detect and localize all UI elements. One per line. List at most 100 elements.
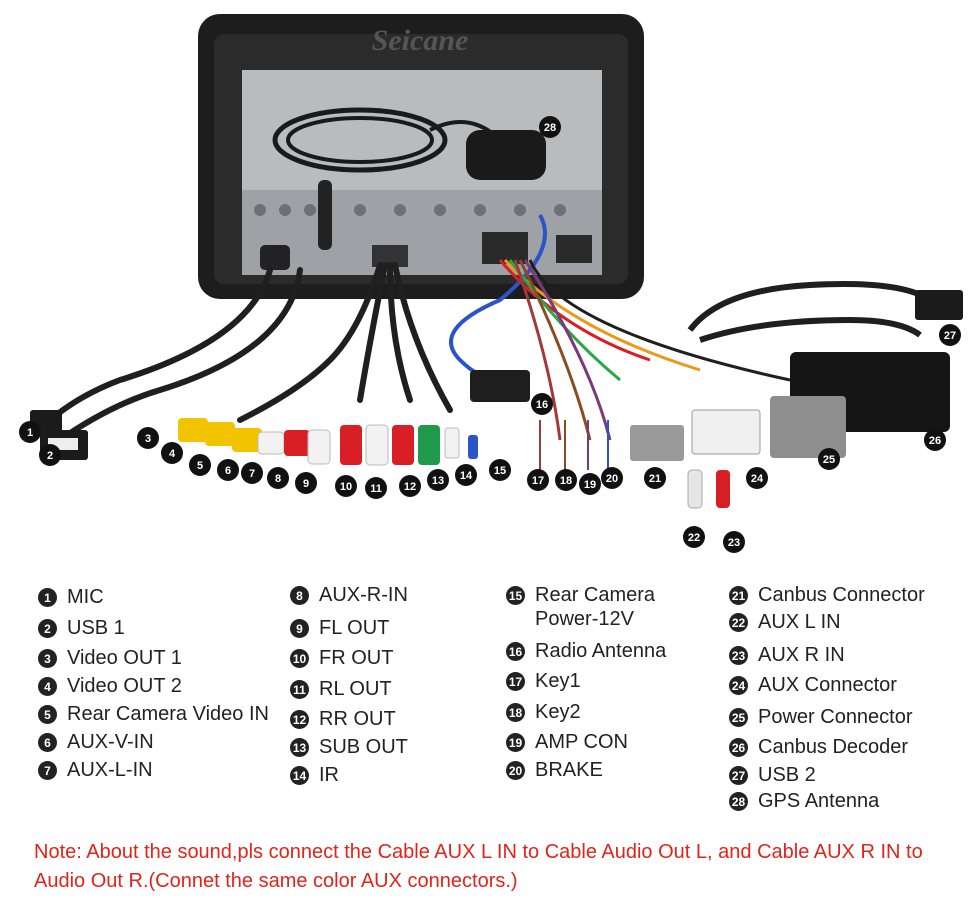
svg-text:27: 27: [944, 330, 956, 342]
svg-text:8: 8: [275, 473, 281, 485]
legend-item: 28 GPS Antenna: [729, 789, 879, 813]
aux-connector: [691, 409, 761, 455]
legend-label: Rear Camera Video IN: [67, 703, 269, 725]
svg-text:6: 6: [225, 465, 231, 477]
number-badge: 20: [506, 761, 525, 780]
svg-text:12: 12: [404, 481, 416, 493]
legend-label: AUX R IN: [758, 644, 845, 666]
legend-item: 26 Canbus Decoder: [729, 735, 908, 759]
legend-item: 20 BRAKE: [506, 758, 603, 782]
legend-item: 2 USB 1: [38, 616, 125, 640]
legend-label: AMP CON: [535, 731, 628, 753]
rca-connectors: [178, 418, 478, 466]
svg-text:14: 14: [460, 470, 473, 482]
svg-text:2: 2: [47, 450, 53, 462]
legend-item: 13 SUB OUT: [290, 735, 408, 759]
svg-text:26: 26: [929, 435, 941, 447]
svg-text:5: 5: [197, 460, 203, 472]
legend-item: 16 Radio Antenna: [506, 639, 666, 663]
number-badge: 18: [506, 703, 525, 722]
svg-text:9: 9: [303, 478, 309, 490]
brand-logo: Seicane: [372, 24, 469, 57]
svg-text:21: 21: [649, 473, 661, 485]
legend-label: Rear Camera: [535, 584, 656, 606]
legend-label: IR: [319, 764, 339, 786]
legend-label: GPS Antenna: [758, 790, 880, 812]
legend-label: SUB OUT: [319, 736, 408, 758]
number-badge: 13: [290, 738, 309, 757]
legend-item: 14 IR: [290, 763, 339, 787]
radio-antenna-connector: [470, 370, 530, 402]
power-connector: [770, 396, 846, 458]
legend-item: 9 FL OUT: [290, 616, 389, 640]
legend-label: AUX Connector: [758, 674, 897, 696]
legend-label: USB 2: [758, 764, 816, 786]
product-photo: Seicane: [19, 14, 963, 553]
legend-label: AUX-R-IN: [319, 584, 408, 606]
number-badge: 7: [38, 761, 57, 780]
legend-item: 6 AUX-V-IN: [38, 730, 154, 754]
legend-label: Canbus Decoder: [758, 736, 909, 758]
svg-text:3: 3: [145, 433, 151, 445]
legend-label: Key2: [535, 701, 581, 723]
legend-item: 4 Video OUT 2: [38, 674, 182, 698]
number-badge: 6: [38, 733, 57, 752]
legend-label: Radio Antenna: [535, 640, 667, 662]
sound-connection-note: Note: About the sound,pls connect the Ca…: [34, 841, 923, 892]
number-badge: 1: [38, 588, 57, 607]
svg-text:22: 22: [688, 532, 700, 544]
number-badge: 26: [729, 738, 748, 757]
legend-label: AUX L IN: [758, 611, 841, 633]
legend-label: RL OUT: [319, 678, 392, 700]
number-badge: 19: [506, 733, 525, 752]
legend-label: Video OUT 2: [67, 675, 182, 697]
legend-label: BRAKE: [535, 759, 603, 781]
legend-item: 19 AMP CON: [506, 730, 628, 754]
number-badge: 4: [38, 677, 57, 696]
svg-text:25: 25: [823, 454, 835, 466]
svg-text:17: 17: [532, 475, 544, 487]
svg-text:7: 7: [249, 468, 255, 480]
legend-item: 7 AUX-L-IN: [38, 758, 153, 782]
legend-item: 18 Key2: [506, 700, 581, 724]
legend-label-line2: Power-12V: [535, 608, 634, 630]
legend-label: FL OUT: [319, 617, 390, 639]
usb2-plug: [915, 290, 963, 320]
number-badge: 8: [290, 586, 309, 605]
number-badge: 10: [290, 649, 309, 668]
legend-label: AUX-V-IN: [67, 731, 154, 753]
number-badge: 28: [729, 792, 748, 811]
legend-label: Key1: [535, 670, 581, 692]
number-badge: 23: [729, 646, 748, 665]
number-badge: 17: [506, 672, 525, 691]
legend-item: 8 AUX-R-IN: [290, 583, 408, 607]
number-badge: 16: [506, 642, 525, 661]
legend-item: 17 Key1: [506, 669, 581, 693]
number-badge: 2: [38, 619, 57, 638]
legend-item: 23 AUX R IN: [729, 643, 845, 667]
number-badge: 9: [290, 619, 309, 638]
svg-text:10: 10: [340, 481, 352, 493]
legend-label: AUX-L-IN: [67, 759, 153, 781]
svg-text:20: 20: [606, 473, 618, 485]
svg-text:15: 15: [494, 465, 506, 477]
callout-badges: 1 2 3 4 5 6 7 8 9 10 11 12 13 14 15 16 1…: [19, 116, 961, 553]
svg-text:23: 23: [728, 537, 740, 549]
legend-label: USB 1: [67, 617, 125, 639]
legend-label: RR OUT: [319, 708, 396, 730]
number-badge: 15: [506, 586, 525, 605]
svg-text:16: 16: [536, 399, 548, 411]
svg-text:11: 11: [370, 483, 382, 495]
legend-label: Canbus Connector: [758, 584, 925, 606]
legend-label: Video OUT 1: [67, 647, 182, 669]
number-badge: 14: [290, 766, 309, 785]
